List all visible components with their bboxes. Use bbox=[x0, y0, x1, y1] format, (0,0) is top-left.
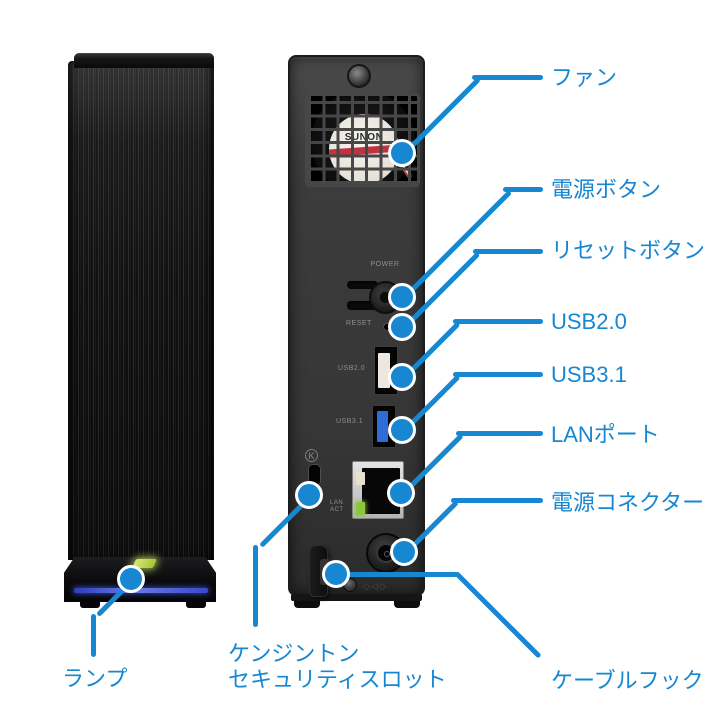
rear-foot-right bbox=[394, 600, 420, 608]
vent-slot-top bbox=[347, 281, 378, 289]
lan-led-active bbox=[356, 502, 365, 515]
screw-icon bbox=[347, 64, 371, 88]
callout-line-usb3-horizontal bbox=[453, 371, 543, 377]
callout-label-reset: リセットボタン bbox=[551, 238, 706, 263]
callout-line-usb2-horizontal bbox=[453, 318, 543, 324]
front-foot-left bbox=[80, 600, 100, 608]
callout-line-fan-horizontal bbox=[472, 74, 543, 80]
callout-dot-kensington bbox=[295, 481, 323, 509]
rear-foot-left bbox=[294, 600, 320, 608]
lan-print-line2: ACT bbox=[330, 507, 344, 513]
usb2-print-label: USB2.0 bbox=[338, 365, 366, 372]
front-top-cap bbox=[74, 53, 214, 68]
callout-line-dc-horizontal bbox=[451, 497, 543, 503]
power-print-label: POWER bbox=[370, 261, 400, 268]
callout-label-usb2: USB2.0 bbox=[551, 309, 627, 334]
front-panel-texture bbox=[68, 61, 214, 560]
usb3-tab bbox=[377, 411, 388, 442]
front-foot-right bbox=[186, 600, 206, 608]
callout-dot-fan bbox=[388, 139, 416, 167]
callout-line-reset-horizontal bbox=[473, 248, 543, 254]
callout-line-kensington-vertical bbox=[252, 545, 258, 627]
callout-label-dc: 電源コネクター bbox=[551, 490, 705, 515]
callout-line-hook-diagonal bbox=[453, 570, 542, 659]
kensington-logo-icon: K bbox=[305, 449, 318, 462]
callout-label-lamp: ランプ bbox=[62, 666, 128, 691]
callout-label-fan: ファン bbox=[551, 65, 618, 90]
dc-jack-pin bbox=[384, 551, 390, 557]
callout-line-power-horizontal bbox=[503, 187, 543, 192]
callout-label-kensington-line1: ケンジントン bbox=[228, 641, 360, 666]
callout-label-hook: ケーブルフック bbox=[551, 668, 704, 693]
vent-slot-bottom bbox=[347, 301, 378, 310]
callout-dot-usb3 bbox=[388, 416, 416, 444]
callout-line-hook-horizontal bbox=[336, 571, 458, 577]
lan-print-label: LAN ACT bbox=[330, 500, 344, 514]
callout-label-usb3: USB3.1 bbox=[551, 362, 627, 387]
callout-dot-usb2 bbox=[388, 363, 416, 391]
callout-dot-lamp bbox=[117, 565, 145, 593]
molded-marks: ◇◁◇ bbox=[363, 581, 387, 591]
reset-print-label: RESET bbox=[346, 320, 372, 327]
callout-dot-power bbox=[388, 283, 416, 311]
callout-line-lamp-vertical bbox=[90, 614, 96, 657]
callout-label-power: 電源ボタン bbox=[551, 177, 662, 202]
usb3-print-label: USB3.1 bbox=[336, 418, 364, 425]
callout-dot-dc bbox=[390, 538, 418, 566]
callout-dot-lan bbox=[387, 479, 415, 507]
cooling-fan-grill: SUNON bbox=[305, 93, 420, 187]
usb2-tab bbox=[378, 353, 390, 388]
callout-label-lan: LANポート bbox=[551, 422, 660, 447]
callout-dot-reset bbox=[388, 313, 416, 341]
callout-dot-hook bbox=[322, 560, 350, 588]
base-accent-stripe bbox=[74, 588, 208, 593]
callout-line-lan-horizontal bbox=[456, 430, 543, 436]
rear-bottom-lip bbox=[291, 594, 422, 601]
callout-label-kensington-line2: セキュリティスロット bbox=[228, 667, 447, 692]
callout-label-kensington: ケンジントン セキュリティスロット bbox=[228, 641, 447, 693]
lan-print-line1: LAN bbox=[330, 500, 344, 506]
lan-led-link bbox=[356, 472, 365, 485]
